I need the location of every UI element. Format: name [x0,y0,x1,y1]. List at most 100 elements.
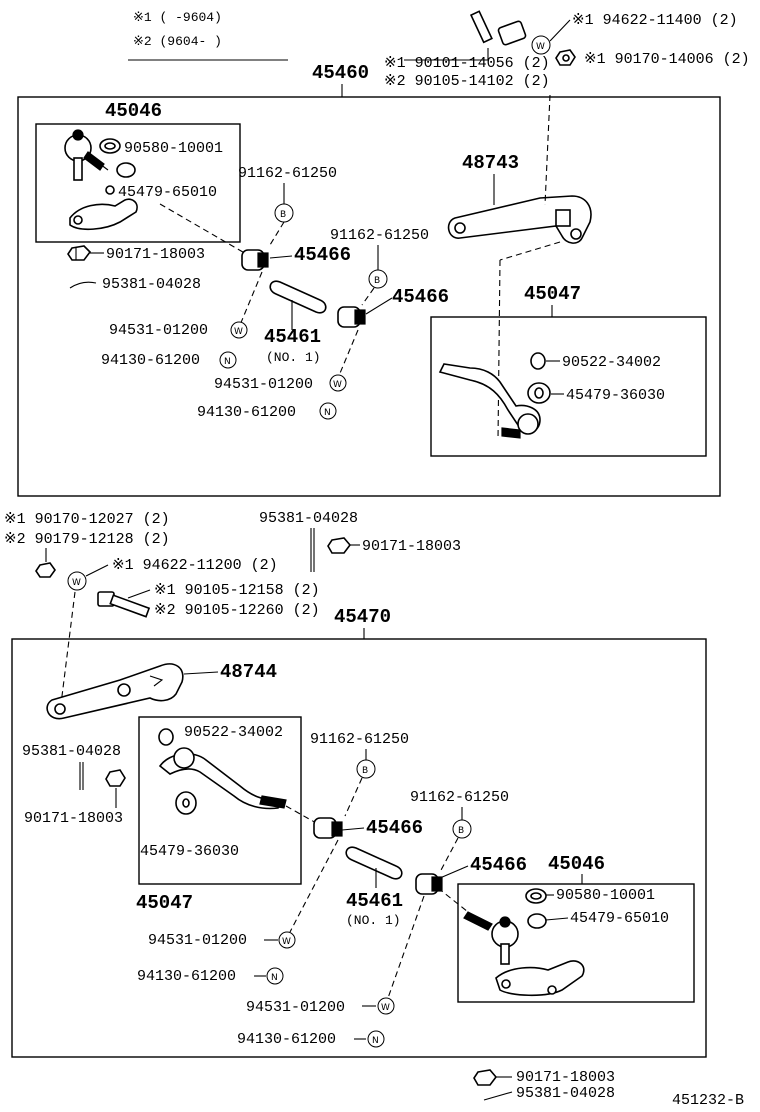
assembly-45460-frame [17,96,721,497]
label-95381-04028-footer: 95381-04028 [516,1085,615,1102]
assembly-45470: 45470 [334,606,391,628]
label-48744: 48744 [220,661,277,683]
nut-90171-top [67,245,92,261]
label-45479-65010-top: 45479-65010 [118,184,217,201]
boot-45479-36030-top [527,382,551,404]
label-94531-01200-bot-2: 94531-01200 [246,999,345,1016]
subassembly-45047-top-frame [430,316,707,457]
assembly-45470-frame [11,638,707,1058]
label-45466-top-2: 45466 [392,286,449,308]
svg-text:N: N [372,1036,379,1046]
svg-text:W: W [333,380,342,390]
knuckle-arm-top [69,198,138,231]
washer-w-bot-1: W [278,931,296,949]
label-94130-61200-bot-1: 94130-61200 [137,968,236,985]
subassembly-45047-bottom: 45047 [136,892,193,914]
label-90171-18003-top: 90171-18003 [106,246,205,263]
subassembly-45046-top: 45046 [105,100,162,122]
grease-b-bot-1: B [356,759,376,779]
note-2: ※2 (9604- ) [133,34,222,49]
label-90170-12027: ※1 90170-12027 (2) [4,511,170,528]
sleeve-45461-bot [345,846,403,880]
figure-id: 451232-B [672,1092,744,1109]
label-95381-04028-top: 95381-04028 [102,276,201,293]
label-94622-11200: ※1 94622-11200 (2) [112,557,278,574]
assembly-45460: 45460 [312,62,369,84]
pin-95381-top [69,281,97,289]
svg-text:B: B [362,766,368,776]
subassembly-45046-top-frame [35,123,241,243]
clamp-45466-top-1 [241,249,269,271]
washer-w-bot-2: W [377,997,395,1015]
label-45479-36030-top: 45479-36030 [566,387,665,404]
grease-b-top-1: B [274,203,294,223]
boot-45479-65010-bot [527,913,547,929]
label-91162-61250-bot-2: 91162-61250 [410,789,509,806]
nut-90171-bot [105,769,126,787]
label-94130-61200-top-2: 94130-61200 [197,404,296,421]
seal-90580-bot [525,888,547,904]
nut-90171-mid [327,537,352,554]
label-91162-61250-bot-1: 91162-61250 [310,731,409,748]
nut-n-top-1: N [219,351,237,369]
seal-90580-top [99,138,121,154]
tie-rod-end-bot [463,911,519,965]
clamp-45466-bot-2 [415,873,443,895]
washer-w-top-2: W [329,374,347,392]
label-90171-18003-footer: 90171-18003 [516,1069,615,1086]
subassembly-45046-bottom-frame [457,883,695,1003]
sleeve-45461-top [269,280,327,314]
grease-b-top-2: B [368,269,388,289]
label-90580-10001-top: 90580-10001 [124,140,223,157]
label-90105-14102: ※2 90105-14102 (2) [384,73,550,90]
label-90522-34002-bot: 90522-34002 [184,724,283,741]
label-no1-top: (NO. 1) [266,350,321,365]
label-45479-65010-bot: 45479-65010 [570,910,669,927]
label-94130-61200-bot-2: 94130-61200 [237,1031,336,1048]
label-45466-bot-1: 45466 [366,817,423,839]
label-94531-01200-top-1: 94531-01200 [109,322,208,339]
washer-w-middle: W [67,571,87,591]
drag-link-top [438,363,541,434]
svg-text:W: W [381,1003,390,1013]
washer-w-top-1: W [230,321,248,339]
boot-45479-36030-bot [175,791,197,815]
idler-arm-48743 [447,195,592,244]
label-90105-12158: ※1 90105-12158 (2) [154,582,320,599]
label-90580-10001-bot: 90580-10001 [556,887,655,904]
label-95381-04028-bot: 95381-04028 [22,743,121,760]
label-91162-61250-top-2: 91162-61250 [330,227,429,244]
label-95381-04028-mid: 95381-04028 [259,510,358,527]
label-94531-01200-top-2: 94531-01200 [214,376,313,393]
label-94531-01200-bot-1: 94531-01200 [148,932,247,949]
subassembly-45046-bottom: 45046 [548,853,605,875]
bolt-middle [97,591,151,618]
label-no1-bot: (NO. 1) [346,913,401,928]
svg-text:N: N [324,408,331,418]
label-90171-18003-bot: 90171-18003 [24,810,123,827]
svg-text:B: B [458,826,464,836]
label-90101-14056: ※1 90101-14056 (2) [384,55,550,72]
seal-90522-top [530,352,546,370]
label-91162-61250-top-1: 91162-61250 [238,165,337,182]
label-90522-34002-top: 90522-34002 [562,354,661,371]
svg-text:W: W [234,327,243,337]
subassembly-45047-top: 45047 [524,283,581,305]
label-45461-bot: 45461 [346,890,403,912]
subassembly-45047-bottom-frame [138,716,302,885]
tie-rod-end-top [64,129,109,181]
arm-48744 [46,663,184,720]
knuckle-arm-bot [495,960,585,997]
label-94130-61200-top-1: 94130-61200 [101,352,200,369]
nut-middle [35,562,56,578]
label-45479-36030-bot: 45479-36030 [140,843,239,860]
top-nut [555,49,576,66]
clamp-45466-top-2 [337,306,366,328]
svg-text:N: N [224,357,231,367]
label-45461-top: 45461 [264,326,321,348]
top-washer-w: W [531,35,551,55]
svg-text:W: W [536,42,545,52]
svg-text:W: W [282,937,291,947]
grease-b-bot-2: B [452,819,472,839]
clamp-45466-bot-1 [313,817,343,839]
